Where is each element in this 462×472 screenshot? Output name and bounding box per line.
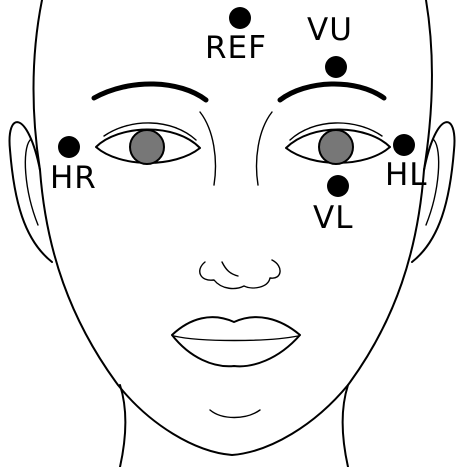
electrode-vl: [327, 175, 349, 197]
neck-left: [120, 385, 125, 467]
electrode-hr: [58, 136, 80, 158]
label-vl: VL: [313, 203, 353, 234]
electrode-vu: [325, 56, 347, 78]
label-ref: REF: [205, 33, 267, 64]
eyebrow-inner-left-of-subject: [257, 112, 272, 185]
nose: [200, 260, 280, 288]
eyebrow-right-of-subject: [94, 84, 206, 100]
eyebrow-left-of-subject: [280, 84, 384, 100]
label-vu: VU: [307, 15, 353, 46]
ear-left: [10, 122, 52, 262]
neck-right: [343, 385, 348, 467]
eyebrow-inner-right-of-subject: [200, 112, 215, 185]
iris-right-of-subject: [130, 130, 164, 164]
iris-left-of-subject: [319, 130, 353, 164]
face-outline: [34, 0, 432, 455]
label-hr: HR: [50, 163, 97, 194]
nose-bridge: [222, 262, 238, 276]
mouth-line: [174, 336, 298, 341]
chin: [210, 410, 260, 418]
electrode-hl: [393, 134, 415, 156]
mouth: [172, 317, 300, 366]
label-hl: HL: [385, 160, 428, 191]
electrode-ref: [229, 7, 251, 29]
